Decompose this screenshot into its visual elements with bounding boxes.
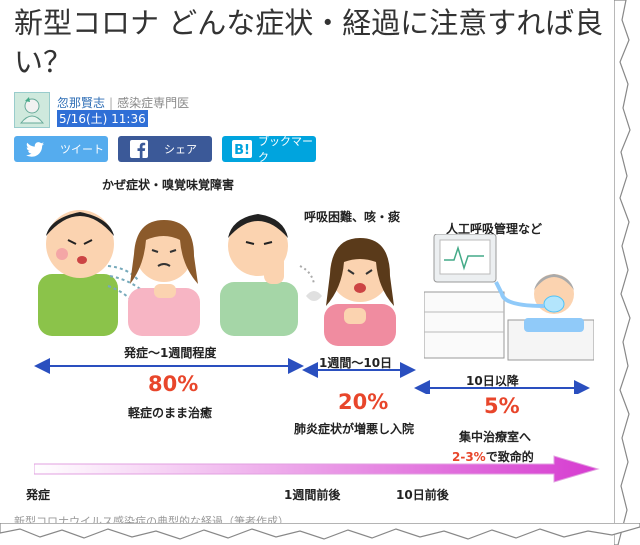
fatality-rate: 2-3% [452, 450, 486, 464]
outcome-hospitalized: 肺炎症状が増悪し入院 [294, 422, 415, 436]
axis-one-week: 1週間前後 [284, 488, 341, 502]
tweet-button[interactable]: ツイート [14, 136, 108, 162]
svg-text:B!: B! [234, 143, 250, 158]
author-name-link[interactable]: 忽那賢志 [57, 96, 106, 110]
axis-ten-days: 10日前後 [396, 488, 449, 502]
period1-label: 発症〜1週間程度 [124, 346, 217, 360]
cold-symptoms-illustration [38, 210, 315, 336]
author-role: 感染症専門医 [117, 96, 190, 110]
article-title: 新型コロナ どんな症状・経過に注意すれば良い？ [14, 6, 604, 79]
stage2-title: 呼吸困難、咳・痰 [304, 210, 401, 224]
hatena-bookmark-label: ブックマーク [258, 135, 313, 164]
publish-date: 5/16(土) 11:36 [57, 110, 148, 127]
fatality-label: で致命的 [485, 450, 534, 464]
breathing-difficulty-illustration [306, 238, 396, 346]
facebook-share-button[interactable]: シェア [118, 136, 212, 162]
avatar-image-icon [15, 93, 49, 127]
percent-icu: 5% [484, 394, 520, 418]
twitter-bird-icon [24, 139, 46, 159]
torn-edge-right [614, 0, 631, 545]
stage3-title: 人工呼吸管理など [446, 222, 543, 236]
stage1-title: かぜ症状・嗅覚味覚障害 [102, 178, 235, 192]
hatena-bookmark-button[interactable]: B! ブックマーク [222, 135, 316, 164]
outcome-icu: 集中治療室へ [459, 430, 532, 444]
torn-edge-bottom [0, 523, 640, 540]
facebook-share-label: シェア [164, 143, 197, 156]
author-separator: | [109, 96, 114, 110]
outcome-mild: 軽症のまま治癒 [128, 406, 213, 420]
fatality-line: 2-3%で致命的 [452, 446, 534, 465]
hatena-bookmark-icon: B! [232, 139, 252, 159]
period-range-arrows [34, 358, 590, 394]
tweet-label: ツイート [60, 143, 104, 156]
timeline-arrow [34, 455, 600, 483]
author-byline: 忽那賢志|感染症専門医 [57, 94, 189, 111]
author-avatar[interactable] [14, 92, 50, 128]
axis-start: 発症 [26, 488, 51, 502]
percent-hospitalized: 20% [338, 390, 389, 414]
article-page: 新型コロナ どんな症状・経過に注意すれば良い？ 忽那賢志|感染症専門医 5/16… [14, 6, 604, 528]
facebook-icon [128, 139, 150, 159]
percent-mild: 80% [148, 372, 199, 396]
course-infographic: かぜ症状・嗅覚味覚障害 呼吸困難、咳・痰 人工呼吸管理など [14, 168, 604, 518]
ventilator-illustration [424, 234, 594, 361]
